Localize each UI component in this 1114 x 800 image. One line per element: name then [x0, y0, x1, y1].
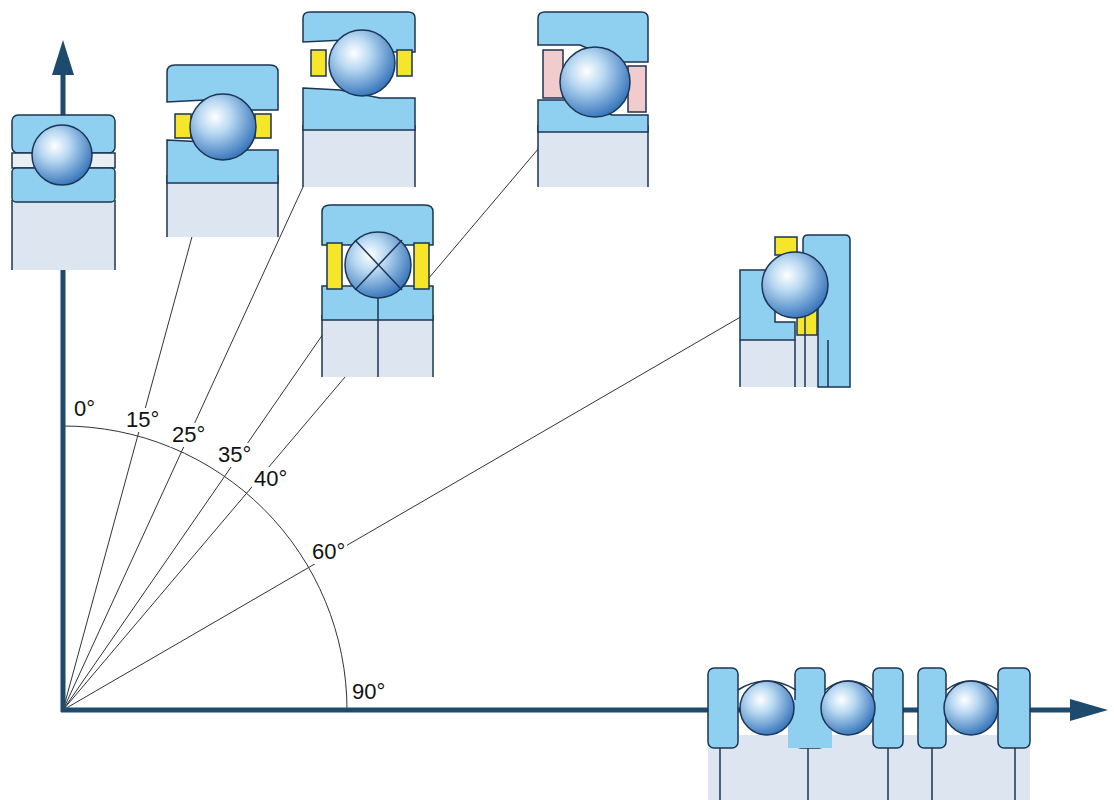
contact-lines — [63, 30, 825, 710]
angle-label: 35° — [216, 443, 253, 467]
angle-label: 60° — [310, 540, 347, 564]
angle-label: 90° — [350, 680, 387, 704]
angle-label: 0° — [72, 397, 97, 421]
angle-label: 25° — [170, 423, 207, 447]
angle-label: 15° — [124, 408, 161, 432]
axes — [52, 40, 1108, 721]
angle-label: 40° — [252, 467, 289, 491]
bearings — [12, 12, 1030, 800]
